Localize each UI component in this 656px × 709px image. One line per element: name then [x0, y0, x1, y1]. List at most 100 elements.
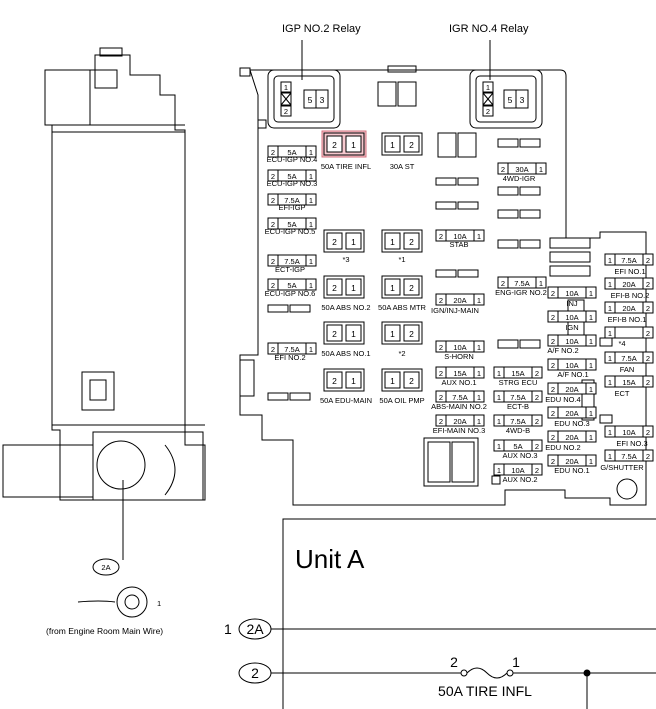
fuse-rating: 15A: [511, 369, 524, 378]
fuse-rating: 20A: [453, 296, 466, 305]
fuse-pin-left: 2: [450, 654, 458, 670]
fuse-name-label: *2: [398, 349, 405, 358]
fuse-name-label: AUX NO.2: [502, 475, 537, 484]
fuse-rating: 7.5A: [621, 256, 636, 265]
fuse-pin-left: 2: [439, 369, 443, 378]
fuse-pin-left: 1: [608, 329, 612, 338]
row1-connector-id: 2A: [246, 621, 264, 637]
fuse-rating: 20A: [622, 280, 635, 289]
fuse-pin-right: 2: [646, 378, 650, 387]
fuse-pin-right: 1: [477, 393, 481, 402]
igp-pin-1: 1: [284, 83, 288, 92]
fuse-rating: 7.5A: [510, 393, 525, 402]
fuse-pin-left: 1: [497, 393, 501, 402]
fuse-pin-left: 1: [608, 428, 612, 437]
fuse-pin-left: 1: [390, 237, 395, 247]
igr-pin-5: 5: [508, 95, 513, 105]
blank-fuse-slots: [267, 81, 613, 487]
fuse-rating: 7.5A: [514, 279, 529, 288]
fuse-name-label: EFI NO.3: [616, 439, 647, 448]
igr-pin-3: 3: [520, 95, 525, 105]
fuse-name-label: AUX NO.3: [502, 451, 537, 460]
fuse-name-label: ECT-B: [507, 402, 529, 411]
fuse-pin-left: 1: [390, 376, 395, 386]
fuse-pin-left: 2: [271, 148, 275, 157]
fuse-pin-right: 1: [351, 140, 356, 150]
fuse-name-label: EDU NO.3: [554, 419, 589, 428]
schematic-fuse-label: 50A TIRE INFL: [438, 683, 532, 699]
ring-terminal: [116, 586, 148, 618]
fuse-pin-left: 1: [608, 256, 612, 265]
fuse-pin-left: 2: [332, 140, 337, 150]
fuse-pin-left: 2: [501, 165, 505, 174]
fuse-name-label: ENG-IGR NO.2: [495, 288, 547, 297]
fuse-pin-right: 1: [309, 257, 313, 266]
row2-connector-id: 2: [251, 665, 259, 681]
fuse-rating: 5A: [287, 281, 296, 290]
fuse-pin-right: 1: [309, 172, 313, 181]
fuse-rating: 5A: [287, 220, 296, 229]
fuse-name-label: 50A ABS NO.2: [321, 303, 370, 312]
left-source-note: (from Engine Room Main Wire): [46, 626, 163, 636]
fuse-rating: 7.5A: [284, 345, 299, 354]
fuse-pin-left: 2: [551, 337, 555, 346]
fuse-pin-left: 2: [551, 433, 555, 442]
fuse-pin-right: 1: [309, 345, 313, 354]
fuse-pin-right: 1: [589, 409, 593, 418]
fuse-pin-right: 2: [646, 452, 650, 461]
fuse-pin-right: 1: [589, 433, 593, 442]
fuse-pin-right: 1: [539, 279, 543, 288]
fuse-name-label: ECU-IGP NO.6: [265, 289, 316, 298]
fuse-pin-left: 1: [608, 280, 612, 289]
fuse-name-label: 50A ABS MTR: [378, 303, 427, 312]
fuse-rating: 30A: [515, 165, 528, 174]
fuse-pin-right: 1: [477, 296, 481, 305]
fuse-rating: 10A: [565, 289, 578, 298]
fuse-name-label: IGN/INJ-MAIN: [431, 306, 479, 315]
left-connector-id: 2A: [101, 563, 110, 572]
fuse-pin-right: 1: [589, 289, 593, 298]
fuse-pin-left: 2: [271, 220, 275, 229]
fuse-pin-right: 1: [351, 237, 356, 247]
fuse-name-label: G/SHUTTER: [600, 463, 644, 472]
fuse-rating: 20A: [565, 385, 578, 394]
fuse-pin-left: 1: [390, 140, 395, 150]
fuse-rating: 20A: [565, 457, 578, 466]
fuse-pin-right: 1: [477, 417, 481, 426]
fuse-pin-right: 2: [646, 428, 650, 437]
fuse-name-label: 50A ABS NO.1: [321, 349, 370, 358]
fuse-pin-left: 2: [332, 329, 337, 339]
fuse-pin-right: 1: [309, 281, 313, 290]
fuse-name-label: EFI NO.1: [614, 267, 645, 276]
fuse-name-label: 50A EDU-MAIN: [320, 396, 372, 405]
fuse-pin-left: 1: [608, 354, 612, 363]
fuse-rating: 10A: [565, 313, 578, 322]
fuse-name-label: ECU-IGP NO.4: [267, 155, 318, 164]
fuse-pin-right: 2: [535, 466, 539, 475]
fuse-name-label: *1: [398, 255, 405, 264]
fuse-name-label: ECU-IGP NO.3: [267, 179, 318, 188]
fuse-pin-right: 1: [309, 148, 313, 157]
fuse-name-label: EDU NO.1: [554, 466, 589, 475]
fuse-rating: 10A: [565, 337, 578, 346]
fuse-rating: 15A: [453, 369, 466, 378]
schematic-unit-a: Unit A 1 2A 2 2 1 50A TIRE INFL: [224, 518, 656, 709]
igr-pin-2: 2: [486, 107, 490, 116]
fuse-pin-right: 1: [589, 337, 593, 346]
fuse-pin-right: 2: [409, 237, 414, 247]
fuse-pin-left: 2: [439, 343, 443, 352]
